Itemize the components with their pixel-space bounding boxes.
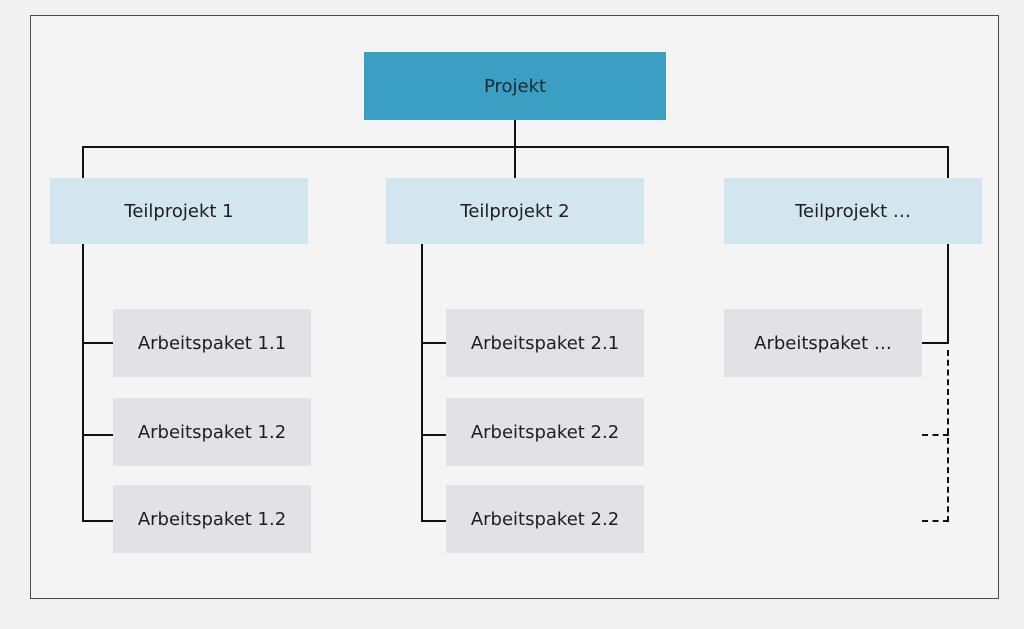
root-node-label: Projekt — [483, 75, 547, 97]
package-1-3-branch — [82, 520, 113, 522]
subproject-node-3: Teilprojekt … — [724, 178, 982, 244]
root-connector — [514, 120, 516, 147]
work-package-1-1: Arbeitspaket 1.1 — [113, 309, 311, 377]
subproject-node-label: Teilprojekt 2 — [460, 200, 570, 222]
subproject-node-1: Teilprojekt 1 — [50, 178, 308, 244]
work-package-label: Arbeitspaket 2.2 — [470, 508, 620, 530]
subproject-3-spine — [947, 244, 949, 344]
work-package-label: Arbeitspaket 1.2 — [137, 421, 287, 443]
dashed-branch-upper — [922, 434, 949, 436]
subproject-node-2: Teilprojekt 2 — [386, 178, 644, 244]
work-package-label: Arbeitspaket … — [754, 332, 892, 354]
subproject-node-label: Teilprojekt 1 — [124, 200, 234, 222]
work-package-label: Arbeitspaket 2.1 — [470, 332, 620, 354]
root-node: Projekt — [364, 52, 666, 120]
work-package-2-1: Arbeitspaket 2.1 — [446, 309, 644, 377]
subproject-2-spine — [421, 244, 423, 522]
work-package-label: Arbeitspaket 2.2 — [470, 421, 620, 443]
package-1-2-branch — [82, 434, 113, 436]
work-package-label: Arbeitspaket 1.2 — [137, 508, 287, 530]
work-package-2-3: Arbeitspaket 2.2 — [446, 485, 644, 553]
work-package-1-2: Arbeitspaket 1.2 — [113, 398, 311, 466]
package-2-1-branch — [421, 342, 446, 344]
work-package-1-3: Arbeitspaket 1.2 — [113, 485, 311, 553]
package-1-1-branch — [82, 342, 113, 344]
work-package-3-1: Arbeitspaket … — [724, 309, 922, 377]
subproject-node-label: Teilprojekt … — [795, 200, 911, 222]
subproject-1-spine — [82, 244, 84, 522]
subproject-3-drop — [947, 146, 949, 178]
work-package-label: Arbeitspaket 1.1 — [137, 332, 287, 354]
subproject-1-drop — [82, 146, 84, 178]
subproject-3-dashed-spine — [947, 350, 949, 522]
package-2-2-branch — [421, 434, 446, 436]
subproject-2-drop — [514, 146, 516, 178]
dashed-branch-lower — [922, 520, 949, 522]
package-3-1-branch — [922, 342, 949, 344]
work-package-2-2: Arbeitspaket 2.2 — [446, 398, 644, 466]
package-2-3-branch — [421, 520, 446, 522]
